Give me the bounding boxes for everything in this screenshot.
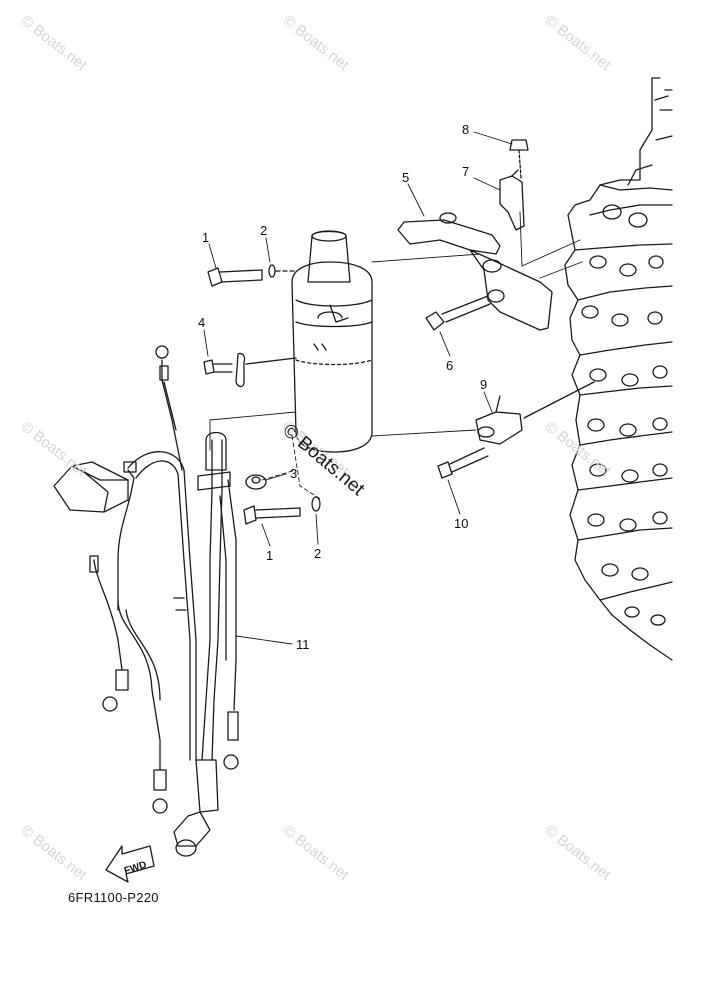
callout-5: 5 <box>402 170 409 185</box>
ignition-coil <box>291 230 373 453</box>
bolt-1-upper <box>207 264 297 287</box>
fwd-label: FWD <box>123 860 148 878</box>
leader-lines <box>203 131 513 645</box>
engine-block <box>564 77 673 661</box>
diagram-code: 6FR1100-P220 <box>68 890 159 905</box>
callout-9: 9 <box>480 377 487 392</box>
callout-11: 11 <box>296 637 310 652</box>
bolt-8 <box>509 139 529 179</box>
callout-1-lower: 1 <box>266 548 273 563</box>
nut-3 <box>245 474 267 490</box>
bolt-1-lower <box>243 496 321 525</box>
callout-6: 6 <box>446 358 453 373</box>
callout-10: 10 <box>454 516 468 531</box>
cable-guide <box>475 381 595 445</box>
bolt-4 <box>203 352 297 388</box>
callout-3: 3 <box>290 466 297 481</box>
callout-2-upper: 2 <box>260 223 267 238</box>
bracket <box>397 212 553 331</box>
callout-2-lower: 2 <box>314 546 321 561</box>
bolt-6 <box>425 295 491 331</box>
callout-7: 7 <box>462 164 469 179</box>
callout-labels: 1 2 4 5 7 8 6 9 3 1 2 10 11 FWD <box>123 122 487 877</box>
fwd-arrow-icon <box>105 845 155 883</box>
wiring-harness <box>53 345 239 857</box>
callout-4: 4 <box>198 315 205 330</box>
callout-1-upper: 1 <box>202 230 209 245</box>
bolt-10 <box>437 447 489 479</box>
assembly-lines <box>209 211 583 501</box>
callout-8: 8 <box>462 122 469 137</box>
clamp <box>499 169 525 231</box>
